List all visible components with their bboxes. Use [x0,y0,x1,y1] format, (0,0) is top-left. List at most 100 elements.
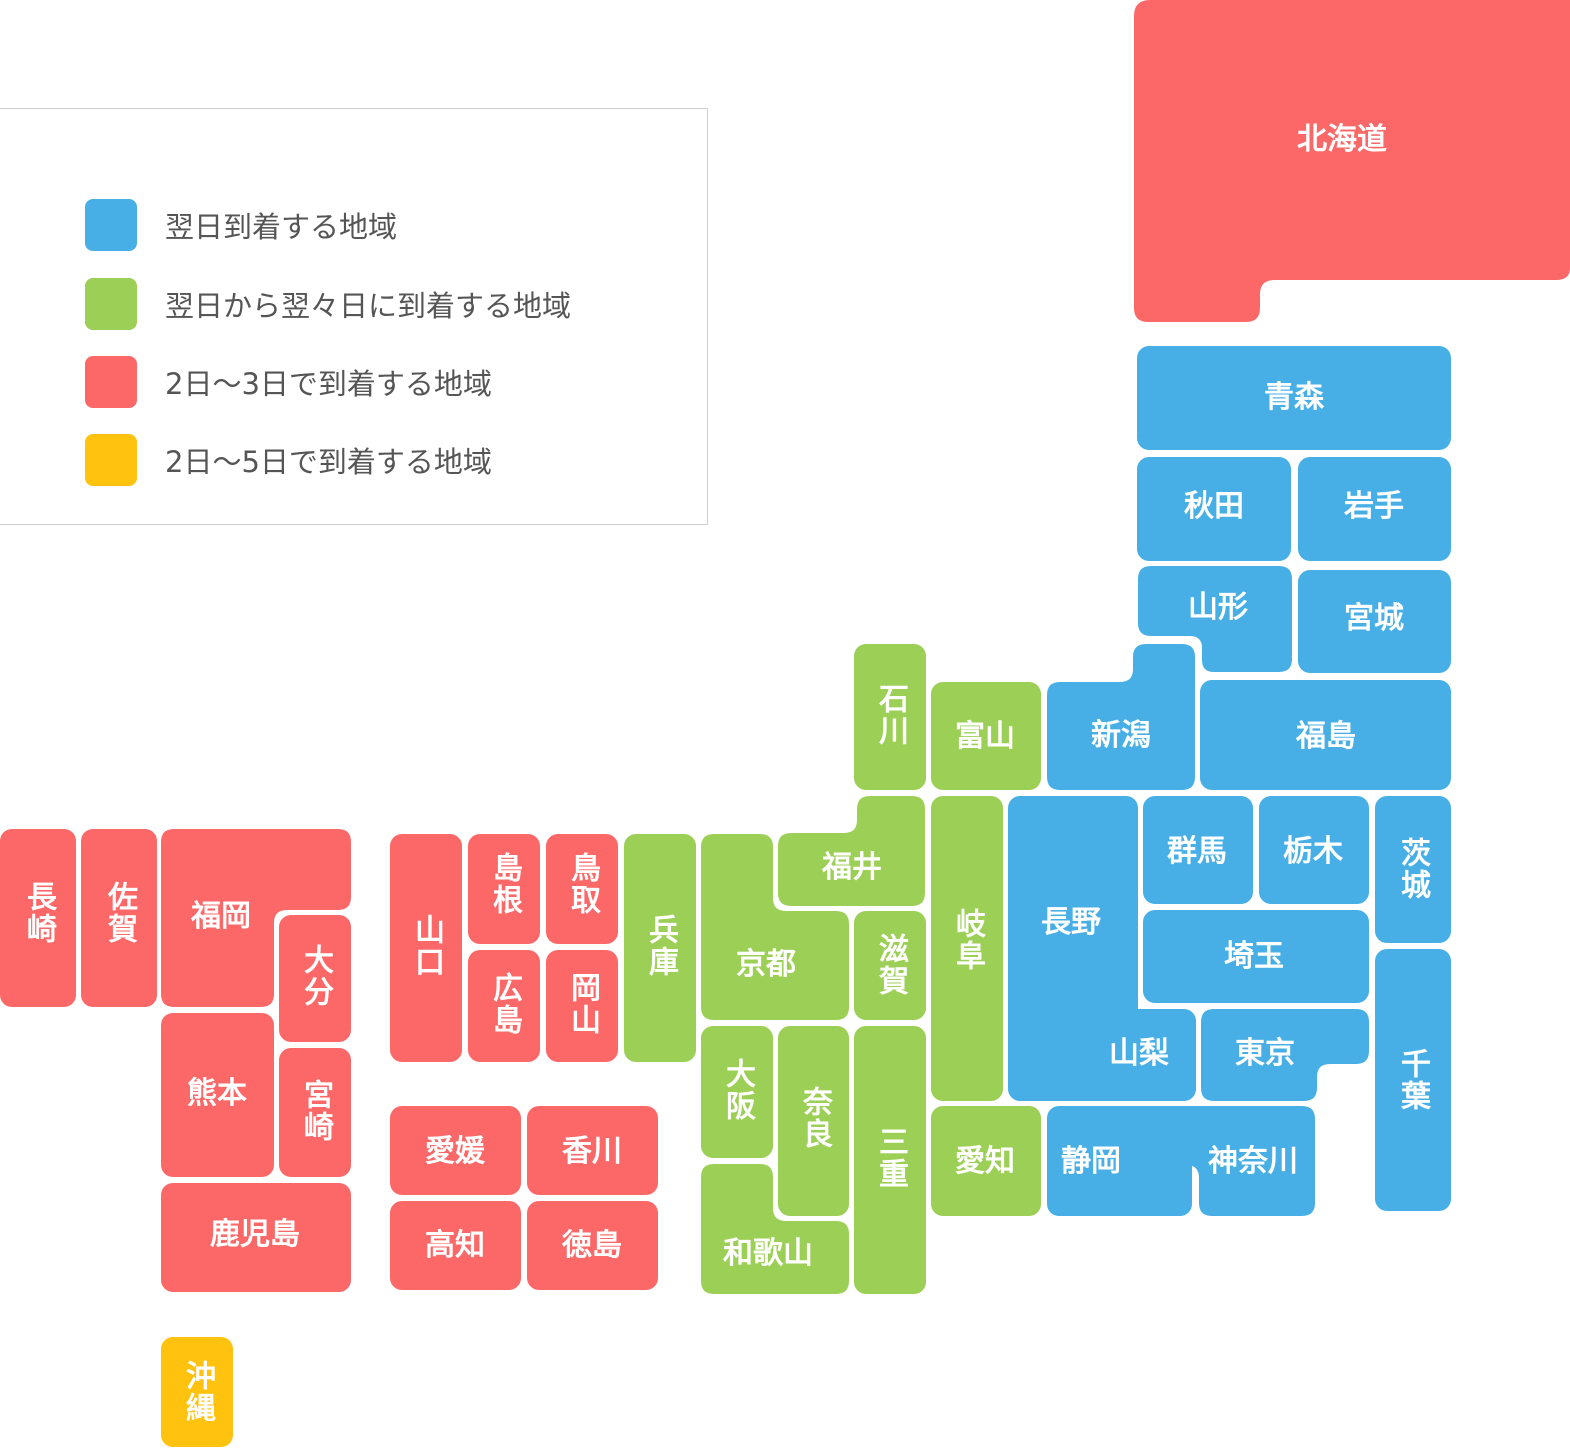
pref-shape-osaka[interactable] [701,1026,773,1158]
label-niigata: 新潟 [1091,718,1151,753]
pref-shape-miyazaki[interactable] [279,1048,351,1177]
legend-label: 2日～3日で到着する地域 [165,367,492,401]
label-mie: 三重 [873,1126,908,1190]
legend-item-next-to-2days: 翌日から翌々日に到着する地域 [85,278,571,330]
pref-shape-aomori[interactable] [1137,346,1451,450]
legend-swatch-blue [85,199,137,251]
pref-shape-saga[interactable] [81,829,157,1007]
label-akita: 秋田 [1184,489,1244,524]
legend-swatch-yellow [85,434,137,486]
label-okayama: 岡山 [565,972,600,1036]
pref-shape-gifu[interactable] [931,796,1003,1101]
pref-shape-kagoshima[interactable] [161,1183,351,1292]
legend-swatch-green [85,278,137,330]
pref-shape-ehime[interactable] [390,1106,521,1195]
label-toyama: 富山 [955,719,1015,754]
label-wakayama: 和歌山 [723,1236,813,1271]
pref-shape-iwate[interactable] [1298,457,1451,561]
pref-shape-tottori[interactable] [546,834,618,944]
pref-shape-kanagawa[interactable] [1140,1106,1315,1216]
label-nagano: 長野 [1041,905,1101,940]
pref-shape-tokushima[interactable] [527,1201,658,1290]
label-gifu: 岐阜 [950,908,985,972]
pref-shape-miyagi[interactable] [1298,570,1451,673]
label-chiba: 千葉 [1395,1048,1430,1112]
label-aomori: 青森 [1264,380,1324,415]
label-tokyo: 東京 [1235,1036,1295,1071]
label-tokushima: 徳島 [562,1228,622,1263]
legend-item-next-day: 翌日到着する地域 [85,199,397,251]
pref-shape-nara[interactable] [778,1026,849,1216]
label-ibaraki: 茨城 [1395,837,1430,901]
pref-shape-nagasaki[interactable] [0,829,76,1007]
pref-shape-kyoto[interactable] [701,834,849,1020]
pref-shape-hyogo[interactable] [624,834,696,1062]
pref-shape-shiga[interactable] [854,911,926,1020]
pref-shape-ishikawa[interactable] [854,644,926,790]
label-tottori: 鳥取 [565,852,600,916]
pref-shape-aichi[interactable] [931,1106,1041,1216]
pref-shape-toyama[interactable] [931,682,1041,790]
pref-shape-kumamoto[interactable] [161,1013,274,1177]
label-yamagata: 山形 [1188,590,1248,625]
label-aichi: 愛知 [955,1144,1015,1179]
pref-shape-fukui[interactable] [778,796,925,906]
label-osaka: 大阪 [720,1058,755,1122]
label-hiroshima: 広島 [487,972,522,1036]
pref-shape-fukushima[interactable] [1200,680,1451,790]
pref-shape-shimane[interactable] [468,834,540,944]
label-hokkaido: 北海道 [1297,122,1387,157]
label-kagawa: 香川 [562,1134,622,1169]
pref-shape-kagawa[interactable] [527,1106,658,1195]
pref-shape-akita[interactable] [1137,457,1291,561]
label-saga: 佐賀 [102,881,137,945]
pref-shape-hiroshima[interactable] [468,950,540,1062]
pref-shape-yamagata[interactable] [1138,566,1292,672]
pref-shape-kochi[interactable] [390,1201,521,1290]
pref-shape-ibaraki[interactable] [1375,796,1451,943]
legend-label: 翌日到着する地域 [165,210,398,244]
pref-shape-okinawa[interactable] [161,1337,233,1447]
legend-label: 翌日から翌々日に到着する地域 [165,289,572,323]
label-kumamoto: 熊本 [187,1076,247,1111]
label-hyogo: 兵庫 [643,914,678,978]
label-yamanashi: 山梨 [1109,1036,1169,1071]
pref-shape-wakayama[interactable] [701,1164,849,1294]
label-miyagi: 宮城 [1344,601,1404,636]
pref-shape-chiba[interactable] [1375,949,1451,1211]
pref-shape-saitama[interactable] [1143,910,1369,1003]
label-fukushima: 福島 [1296,719,1356,754]
legend-label: 2日～5日で到着する地域 [165,445,492,479]
label-shiga: 滋賀 [873,933,908,997]
pref-shape-yamanashi[interactable] [1084,1009,1196,1101]
label-yamaguchi: 山口 [409,914,444,978]
pref-shape-hokkaido[interactable] [1134,0,1570,322]
label-nara: 奈良 [797,1086,832,1150]
pref-shape-yamaguchi[interactable] [390,834,462,1062]
label-fukuoka: 福岡 [191,899,251,934]
label-saitama: 埼玉 [1224,939,1284,974]
pref-shape-fukuoka[interactable] [161,829,351,1007]
pref-shape-mie[interactable] [854,1026,926,1294]
label-ehime: 愛媛 [425,1134,485,1169]
legend: 翌日到着する地域 翌日から翌々日に到着する地域 2日～3日で到着する地域 2日～… [0,108,708,525]
label-tochigi: 栃木 [1283,834,1343,869]
pref-shape-tokyo[interactable] [1201,1009,1369,1101]
label-nagasaki: 長崎 [21,881,56,945]
label-ishikawa: 石川 [873,683,908,747]
pref-shape-okayama[interactable] [546,950,618,1062]
legend-item-2-5-days: 2日～5日で到着する地域 [85,434,492,486]
label-miyazaki: 宮崎 [298,1079,333,1143]
label-kanagawa: 神奈川 [1208,1144,1298,1179]
label-okinawa: 沖縄 [180,1360,215,1424]
label-oita: 大分 [298,944,333,1008]
pref-shape-oita[interactable] [279,915,351,1042]
pref-shape-tochigi[interactable] [1259,796,1369,904]
pref-shape-gunma[interactable] [1143,796,1253,904]
pref-shape-niigata[interactable] [1047,644,1195,790]
legend-swatch-red [85,356,137,408]
label-iwate: 岩手 [1344,489,1404,524]
label-shimane: 島根 [487,852,522,916]
